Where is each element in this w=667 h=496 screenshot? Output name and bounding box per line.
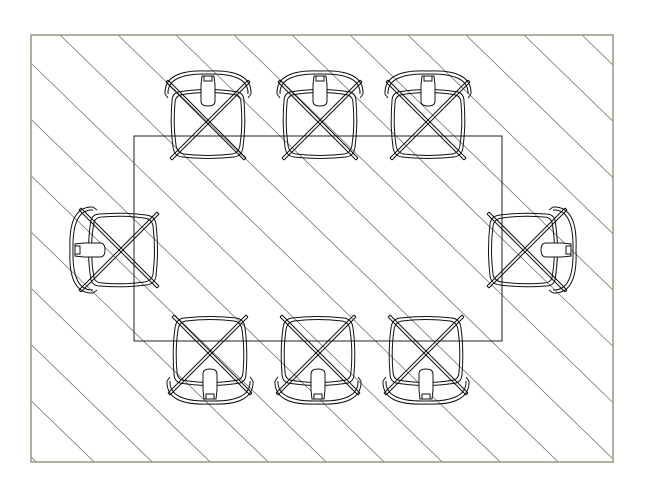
hatch-line	[175, 35, 613, 460]
hatch-line	[465, 35, 613, 179]
chair-top-2	[276, 70, 364, 161]
room-boundary	[30, 34, 614, 463]
hatch-line	[407, 35, 613, 235]
hatch-line	[233, 35, 613, 404]
hatch-line	[640, 35, 667, 462]
hatch-line	[523, 35, 613, 122]
chair-left	[69, 206, 160, 294]
chair-bottom-3	[382, 314, 470, 405]
dining-table	[133, 135, 503, 342]
hatch-line	[117, 35, 559, 462]
hatch-line	[31, 175, 327, 462]
hatch-line	[31, 62, 443, 462]
hatch-line	[31, 287, 211, 462]
hatch-line	[581, 35, 613, 66]
hatch-line	[31, 231, 269, 462]
chair-bottom-2	[274, 314, 362, 405]
chair-right	[486, 206, 577, 294]
chair-top-1	[164, 70, 252, 161]
chair-top-3	[384, 70, 472, 161]
chair-bottom-1	[166, 314, 254, 405]
hatch-line	[31, 343, 153, 462]
hatch-line	[291, 35, 613, 347]
